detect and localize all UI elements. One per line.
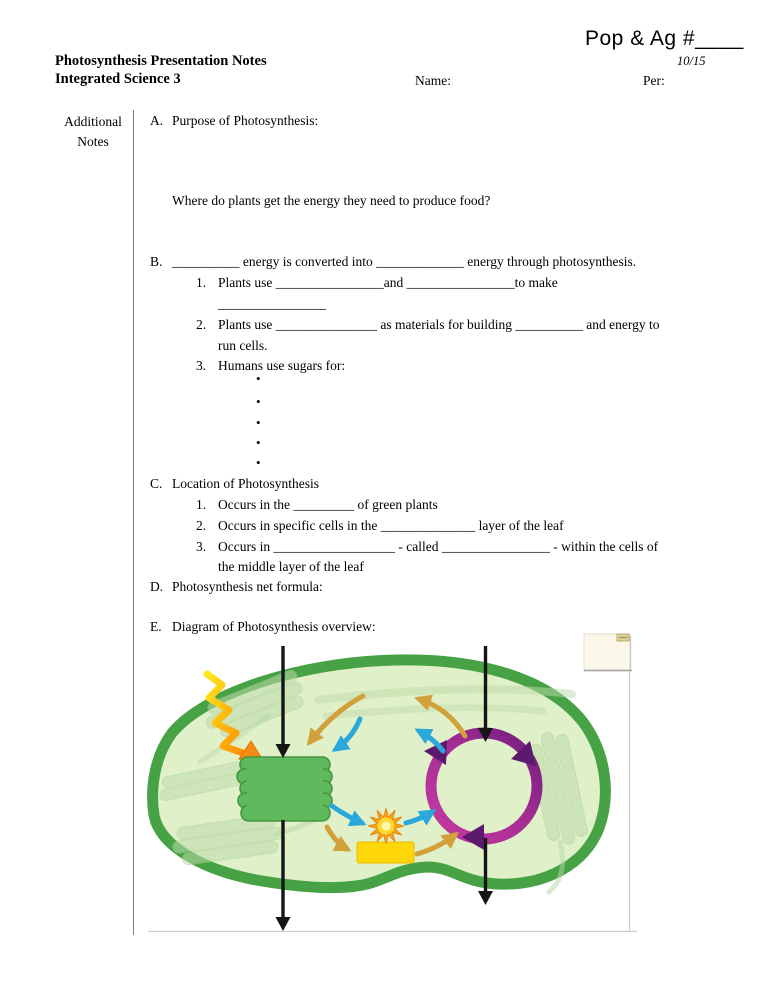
stroma-lamella-streak (546, 839, 565, 895)
list-item-continuation: run cells. (218, 338, 268, 353)
blue-arrow-up-left (414, 728, 446, 754)
section-e-heading: E.Diagram of Photosynthesis overview: (150, 619, 376, 634)
section-a-heading: A.Purpose of Photosynthesis: (150, 113, 319, 128)
worksheet-title: Photosynthesis Presentation Notes (55, 53, 267, 69)
list-item: 1.Occurs in the _________ of green plant… (196, 497, 438, 512)
ring-arrowhead-right (511, 741, 536, 766)
blue-arrow-sun-to-ring (403, 809, 437, 826)
blue-arrow-to-sun (329, 803, 367, 827)
tan-arrow-up-left (414, 694, 468, 739)
pop-ag-blank: Pop & Ag #____ (585, 27, 744, 50)
empty-bullet: • (256, 371, 261, 386)
black-arrow-out-left (275, 820, 291, 931)
date-label: 10/15 (677, 54, 706, 68)
section-a-question: Where do plants get the energy they need… (172, 193, 491, 208)
stroma-lamella-streak (197, 713, 271, 765)
black-arrow-out-right (478, 838, 493, 905)
list-item: 2.Plants use _______________ as material… (196, 317, 660, 332)
stroma-lamella-streak (314, 685, 576, 704)
empty-bullet: • (256, 435, 261, 450)
section-b-heading: B.__________ energy is converted into __… (150, 254, 637, 269)
list-item: 1.Plants use ________________and _______… (196, 275, 558, 290)
ring-arrowhead-bottom (462, 824, 484, 850)
stroma-lamella-streak (322, 704, 547, 720)
list-item-continuation: the middle layer of the leaf (218, 559, 364, 574)
section-d-heading: D.Photosynthesis net formula: (150, 579, 323, 594)
sun-center-highlight (381, 821, 391, 831)
course-title: Integrated Science 3 (55, 71, 181, 87)
black-arrow-in-right (478, 646, 493, 742)
list-item: 2.Occurs in specific cells in the ______… (196, 518, 564, 533)
blank-line: ________________ (218, 296, 326, 311)
empty-bullet: • (256, 394, 261, 409)
energy-rectangle (356, 841, 415, 864)
tan-arrow-rect-to-ring (414, 831, 460, 857)
chloroplast-granum-stack (236, 756, 333, 822)
margin-divider-line (133, 110, 134, 935)
tan-arrow-down-left (306, 693, 366, 747)
name-label: Name: (415, 73, 451, 88)
blue-arrow-down-left (331, 716, 363, 752)
per-label: Per: (643, 73, 665, 88)
list-item: 3.Occurs in __________________ - called … (196, 539, 659, 554)
light-zigzag-arrow (203, 670, 247, 757)
empty-bullet: • (256, 415, 261, 430)
list-item: 3.Humans use sugars for: (196, 358, 346, 373)
additional-notes-label: Additional Notes (64, 114, 122, 149)
empty-bullet: • (256, 455, 261, 470)
section-c-heading: C.Location of Photosynthesis (150, 476, 319, 491)
tan-arrow-to-rect (324, 824, 352, 852)
black-arrow-in-left (275, 646, 291, 758)
note-box (583, 633, 632, 672)
